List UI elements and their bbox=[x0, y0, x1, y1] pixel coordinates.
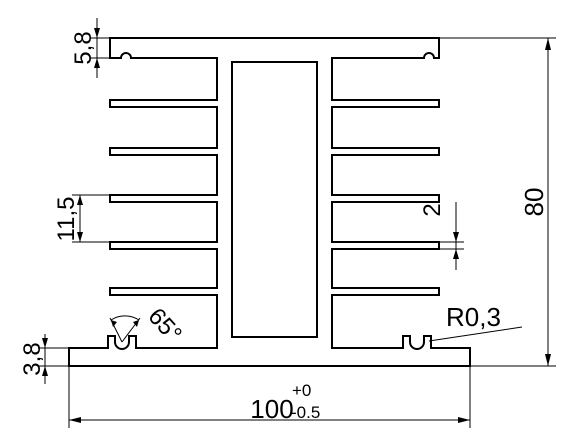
top-flange-label: 5,8 bbox=[70, 31, 97, 64]
width-tolerance-upper: +0 bbox=[292, 381, 311, 400]
central-cavity bbox=[231, 61, 318, 338]
arrowheads bbox=[42, 28, 551, 423]
groove-angle-label: 65° bbox=[143, 303, 187, 348]
overall-height-label: 80 bbox=[519, 188, 549, 217]
base-flange-label: 3,8 bbox=[19, 342, 46, 375]
overall-width-label: 100 bbox=[250, 394, 293, 424]
heatsink-profile bbox=[68, 37, 471, 367]
width-tolerance-lower: -0.5 bbox=[291, 403, 320, 422]
fin-thickness-label: 2 bbox=[419, 203, 446, 216]
fin-pitch-label: 11,5 bbox=[53, 197, 80, 242]
profile-outline bbox=[68, 37, 471, 367]
radius-label: R0,3 bbox=[446, 302, 501, 332]
